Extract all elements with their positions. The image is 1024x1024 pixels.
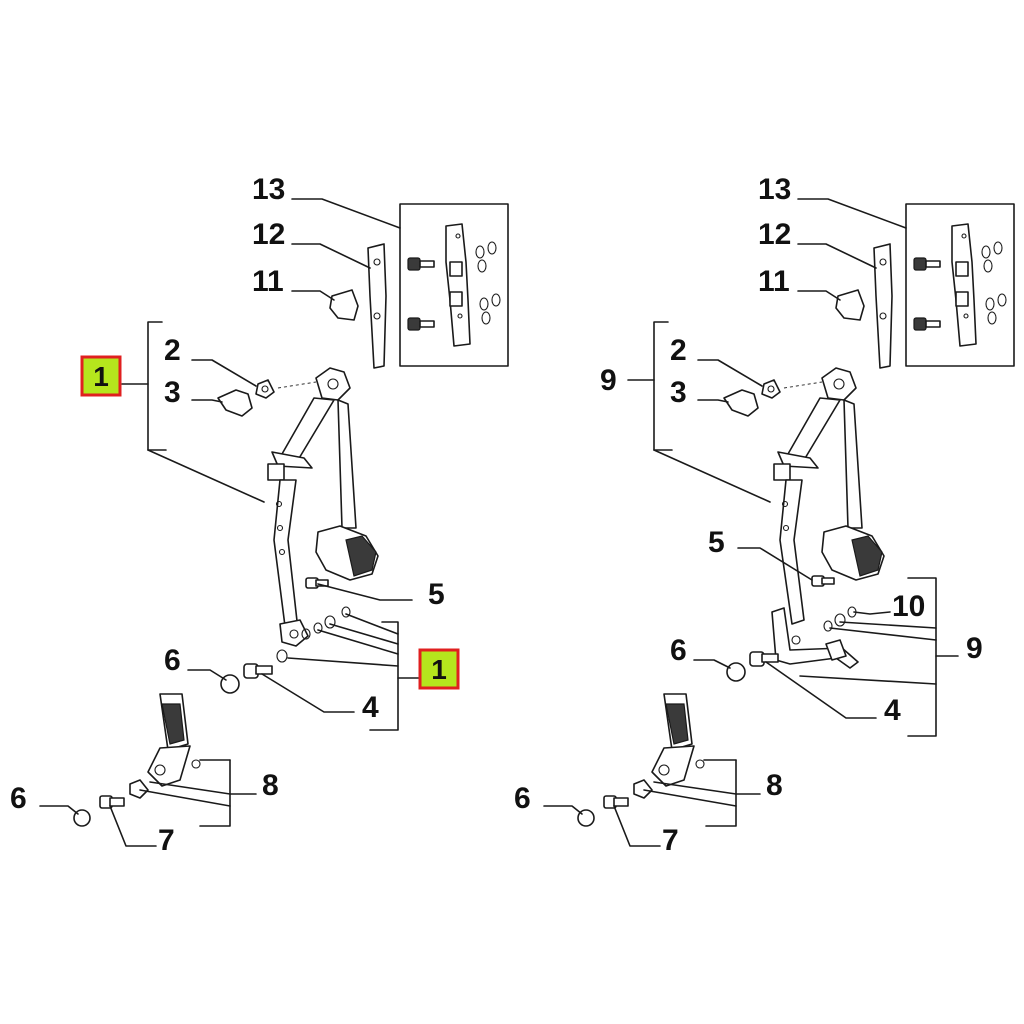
right-callout-9-top: 9: [600, 364, 617, 397]
right-callout-2: 2: [670, 334, 687, 367]
left-callout-5: 5: [428, 578, 445, 611]
right-detail-box: [905, 203, 1015, 367]
left-callout-2: 2: [164, 334, 181, 367]
right-callout-13: 13: [758, 173, 791, 206]
left-cover-cap: [329, 289, 359, 321]
right-callout-7: 7: [662, 824, 679, 857]
svg-text:1: 1: [93, 361, 109, 392]
left-detail-box: [399, 203, 509, 367]
left-callout-4: 4: [362, 691, 379, 724]
right-callout-4: 4: [884, 694, 901, 727]
right-callout-12: 12: [758, 218, 791, 251]
right-callout-11: 11: [758, 265, 790, 298]
right-callout-6-upper: 6: [670, 634, 687, 667]
left-guide-rail: [367, 243, 387, 369]
left-highlight-1-bottom: 1: [418, 648, 460, 690]
left-callout-13: 13: [252, 173, 285, 206]
left-callout-12: 12: [252, 218, 285, 251]
left-callout-6-upper: 6: [164, 644, 181, 677]
right-callout-10: 10: [892, 590, 925, 623]
left-highlight-1-top: 1: [80, 355, 122, 397]
left-callout-3: 3: [164, 376, 181, 409]
right-diagram: 13 12 11 9 2 3 5 10 9 6 4 6 7 8: [514, 173, 1015, 857]
left-callout-7: 7: [158, 824, 175, 857]
left-callout-8: 8: [262, 769, 279, 802]
right-callout-5: 5: [708, 526, 725, 559]
right-callout-9-bottom: 9: [966, 632, 983, 665]
left-diagram: 13 12 11 2 3 5 4 6 6 7 8 1 1: [10, 173, 509, 857]
right-callout-8: 8: [766, 769, 783, 802]
right-callout-6-lower: 6: [514, 782, 531, 815]
left-callout-6-lower: 6: [10, 782, 27, 815]
left-callout-11: 11: [252, 265, 284, 298]
svg-text:1: 1: [431, 654, 447, 685]
right-callout-3: 3: [670, 376, 687, 409]
